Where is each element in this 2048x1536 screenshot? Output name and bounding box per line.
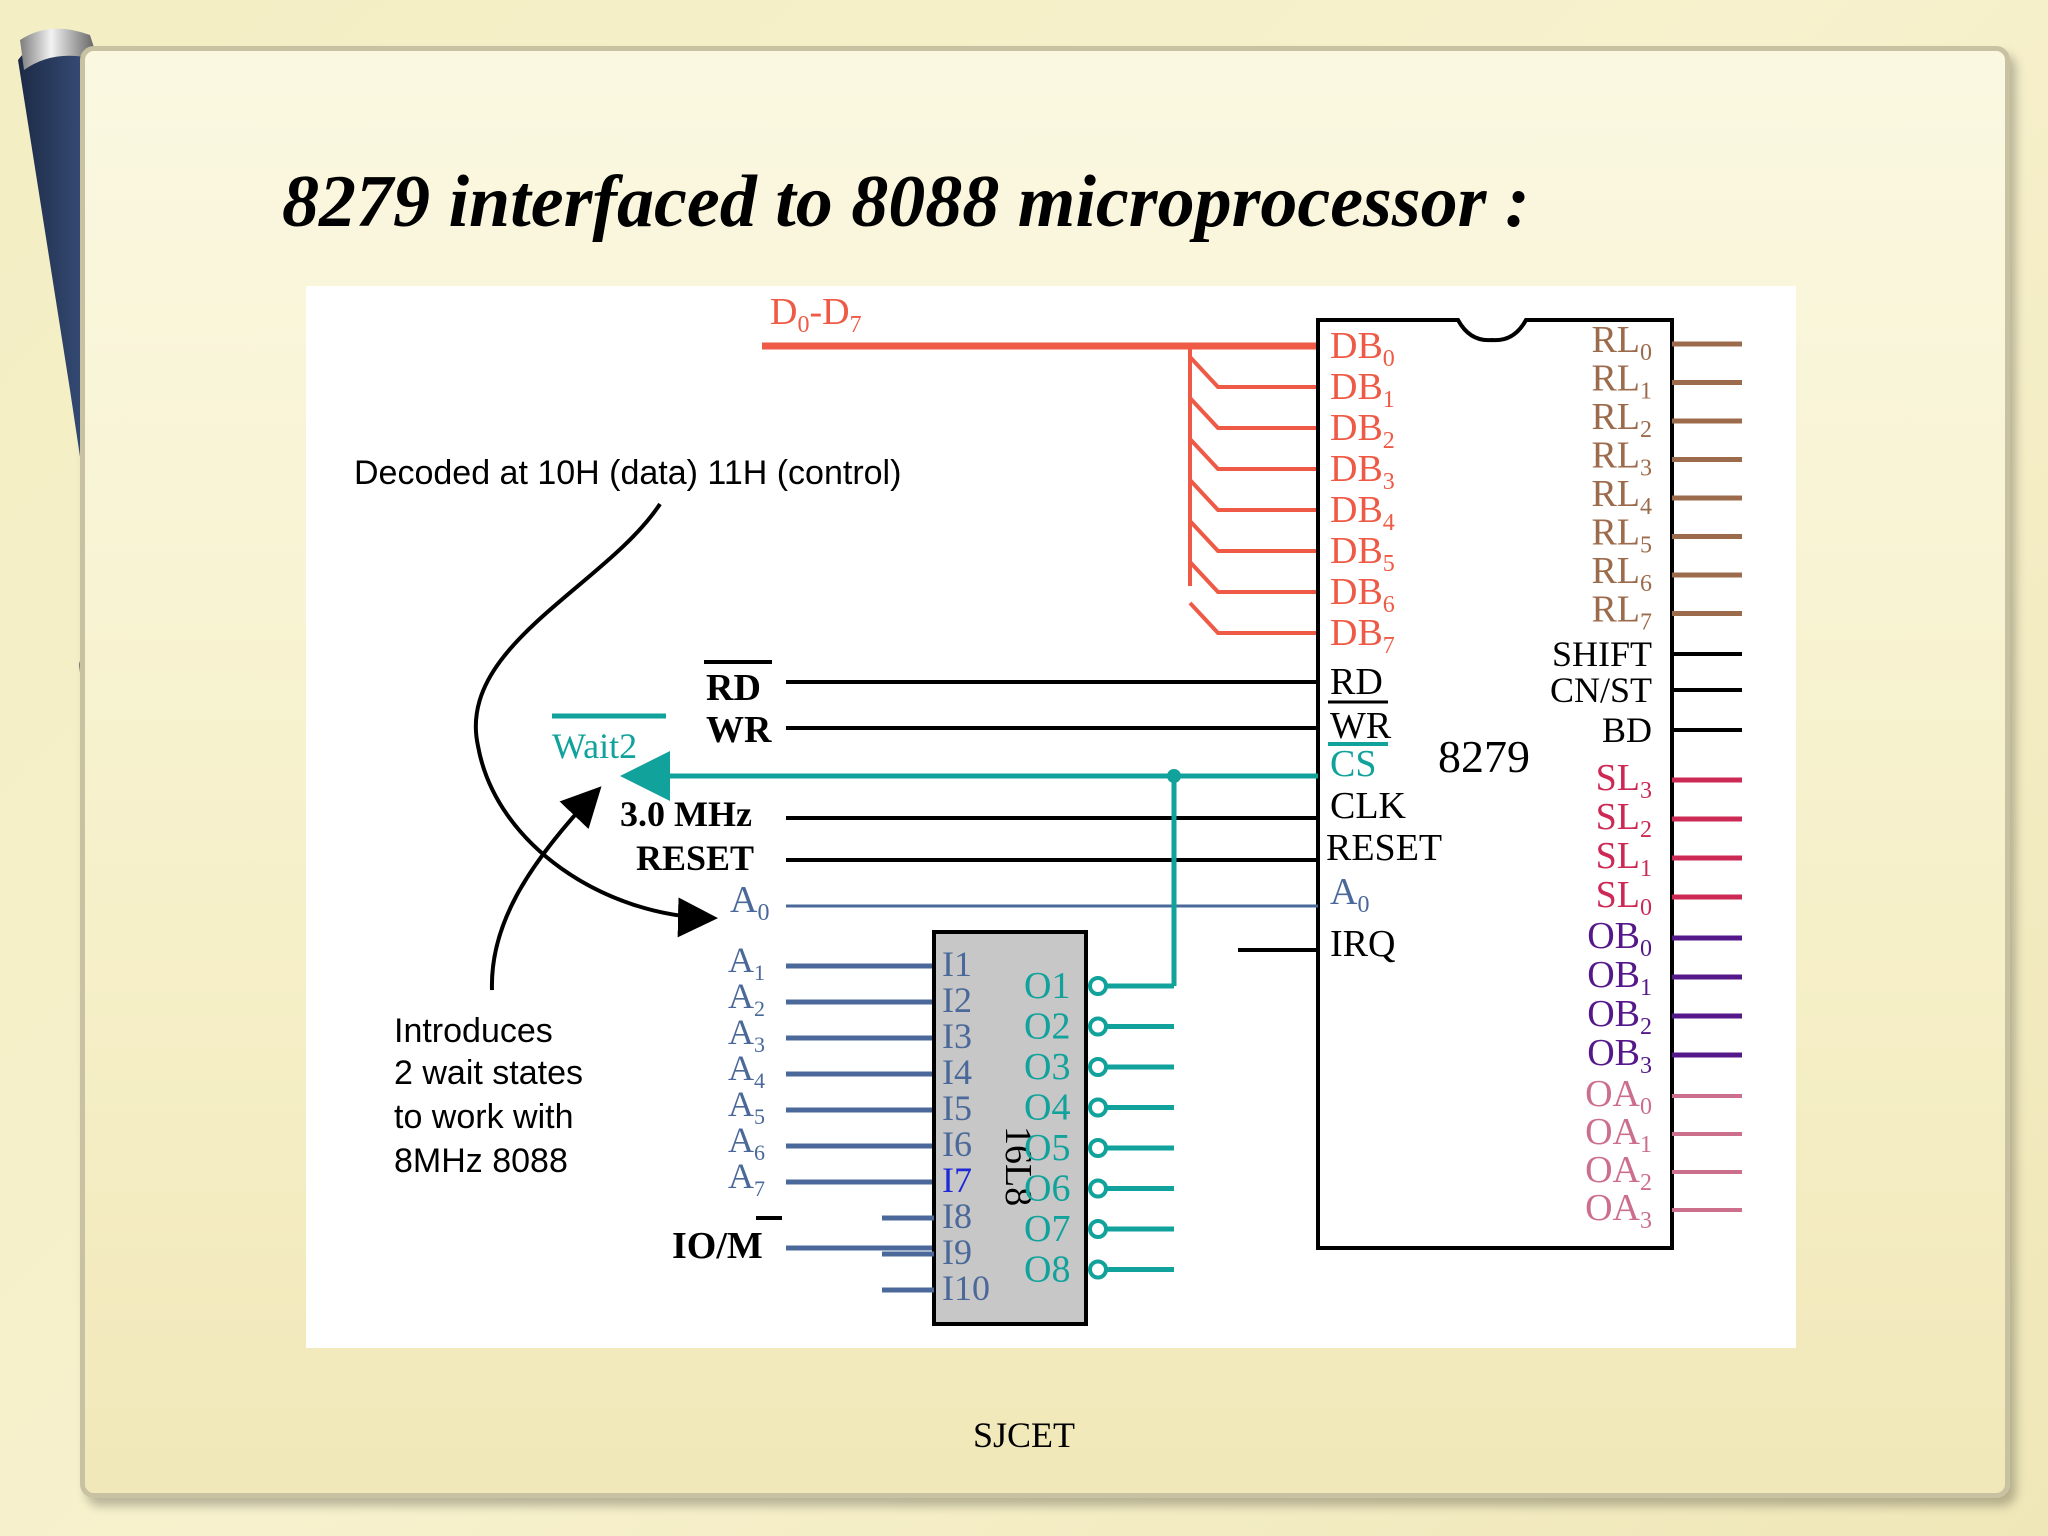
pal-output-o1: O1 <box>1024 965 1070 1007</box>
chip-pin-db2: DB2 <box>1330 407 1395 454</box>
annotation-wait-line-4: 8MHz 8088 <box>394 1142 568 1180</box>
pal-output-o8: O8 <box>1024 1249 1070 1291</box>
signal-a4-label: A4 <box>728 1048 765 1093</box>
chip-pin-rl2: RL2 <box>1591 396 1652 443</box>
data-bus-label: D0-D7 <box>770 291 862 338</box>
signal-lines <box>620 680 1318 986</box>
chip-pin-oa0: OA0 <box>1585 1073 1652 1120</box>
pal-input-i3: I3 <box>942 1016 972 1056</box>
signal-a3-label: A3 <box>728 1012 765 1057</box>
pal-input-i9: I9 <box>942 1232 972 1272</box>
chip-pin-rl7: RL7 <box>1591 589 1652 636</box>
signal-iom-label: IO/M <box>672 1225 763 1267</box>
signal-a6-label: A6 <box>728 1120 765 1165</box>
chip-pin-rl5: RL5 <box>1591 512 1652 559</box>
slide-footer: SJCET <box>972 1415 1076 1455</box>
pal-input-i10: I10 <box>942 1268 990 1308</box>
chip-pin-ob2: OB2 <box>1587 993 1652 1040</box>
chip-pin-reset: RESET <box>1326 827 1442 869</box>
chip-pin-rl4: RL4 <box>1591 473 1652 520</box>
pal-output-o6: O6 <box>1024 1168 1070 1210</box>
annotation-wait-line-2: 2 wait states <box>394 1054 583 1092</box>
signal-rd-label: RD <box>706 667 761 709</box>
chip-pin-ob3: OB3 <box>1587 1032 1652 1079</box>
annotation-wait: Introduces 2 wait states to work with 8M… <box>394 1012 583 1180</box>
annotation-wait-line-1: Introduces <box>394 1012 553 1050</box>
pal-input-i6: I6 <box>942 1124 972 1164</box>
chip-pin-db0: DB0 <box>1330 325 1395 372</box>
slide-title: 8279 interfaced to 8088 microprocessor : <box>282 161 1530 243</box>
signal-clock-label: 3.0 MHz <box>620 794 752 834</box>
chip-pin-sl0: SL0 <box>1596 874 1652 921</box>
chip-pin-db6: DB6 <box>1330 571 1395 618</box>
chip-pin-db4: DB4 <box>1330 489 1395 536</box>
signal-wait2-label: Wait2 <box>552 726 637 766</box>
chip-pin-rl1: RL1 <box>1591 358 1652 405</box>
signal-reset-label: RESET <box>636 838 754 878</box>
chip-pin-ob1: OB1 <box>1587 954 1652 1001</box>
chip-pin-a0: A0 <box>1330 871 1369 918</box>
chip-pin-rl0: RL0 <box>1591 319 1652 366</box>
signal-a0-label: A0 <box>730 879 769 926</box>
chip-pin-rl3: RL3 <box>1591 435 1652 482</box>
pal-input-i7: I7 <box>942 1160 972 1200</box>
chip-pin-oa3: OA3 <box>1585 1187 1652 1234</box>
pal-16l8-label: 16L8 <box>997 1126 1039 1206</box>
pal-output-o4: O4 <box>1024 1087 1070 1129</box>
signal-a2-label: A2 <box>728 976 765 1021</box>
chip-pin-rd: RD <box>1330 661 1383 703</box>
chip-pin-sl2: SL2 <box>1596 796 1652 843</box>
chip-8279-label: 8279 <box>1438 731 1530 782</box>
signal-a5-label: A5 <box>728 1084 765 1129</box>
wait-arrow <box>489 786 602 991</box>
chip-pin-wr: WR <box>1330 705 1392 747</box>
pal-input-i5: I5 <box>942 1088 972 1128</box>
chip-pin-db1: DB1 <box>1330 366 1395 413</box>
annotation-decode: Decoded at 10H (data) 11H (control) <box>354 454 901 492</box>
pal-output-o7: O7 <box>1024 1208 1070 1250</box>
chip-pin-sl1: SL1 <box>1596 835 1652 882</box>
pal-output-o2: O2 <box>1024 1006 1070 1048</box>
chip-pin-db7: DB7 <box>1330 612 1395 659</box>
chip-pin-db3: DB3 <box>1330 448 1395 495</box>
data-bus: D0-D7 <box>762 291 1318 635</box>
decode-arrow <box>473 502 718 938</box>
chip-pin-bd: BD <box>1602 710 1652 750</box>
chip-pin-shift: SHIFT <box>1552 634 1652 674</box>
chip-pin-rl6: RL6 <box>1591 550 1652 597</box>
pal-input-i1: I1 <box>942 944 972 984</box>
pal-input-i2: I2 <box>942 980 972 1020</box>
pal-input-i4: I4 <box>942 1052 972 1092</box>
pal-input-i8: I8 <box>942 1196 972 1236</box>
chip-pin-oa1: OA1 <box>1585 1111 1652 1158</box>
signal-a1-label: A1 <box>728 940 765 985</box>
chip-pin-ob0: OB0 <box>1587 915 1652 962</box>
chip-pin-cn-st: CN/ST <box>1550 670 1652 710</box>
chip-pin-sl3: SL3 <box>1596 757 1652 804</box>
chip-pin-oa2: OA2 <box>1585 1149 1652 1196</box>
chip-pin-irq: IRQ <box>1330 923 1395 965</box>
pal-output-o5: O5 <box>1024 1127 1070 1169</box>
signal-a7-label: A7 <box>728 1156 765 1201</box>
pal-output-o3: O3 <box>1024 1046 1070 1088</box>
annotation-wait-line-3: to work with <box>394 1098 574 1136</box>
chip-pin-cs: CS <box>1330 743 1376 785</box>
chip-pin-db5: DB5 <box>1330 530 1395 577</box>
chip-pin-clk: CLK <box>1330 785 1407 827</box>
signal-wr-label: WR <box>706 709 772 751</box>
